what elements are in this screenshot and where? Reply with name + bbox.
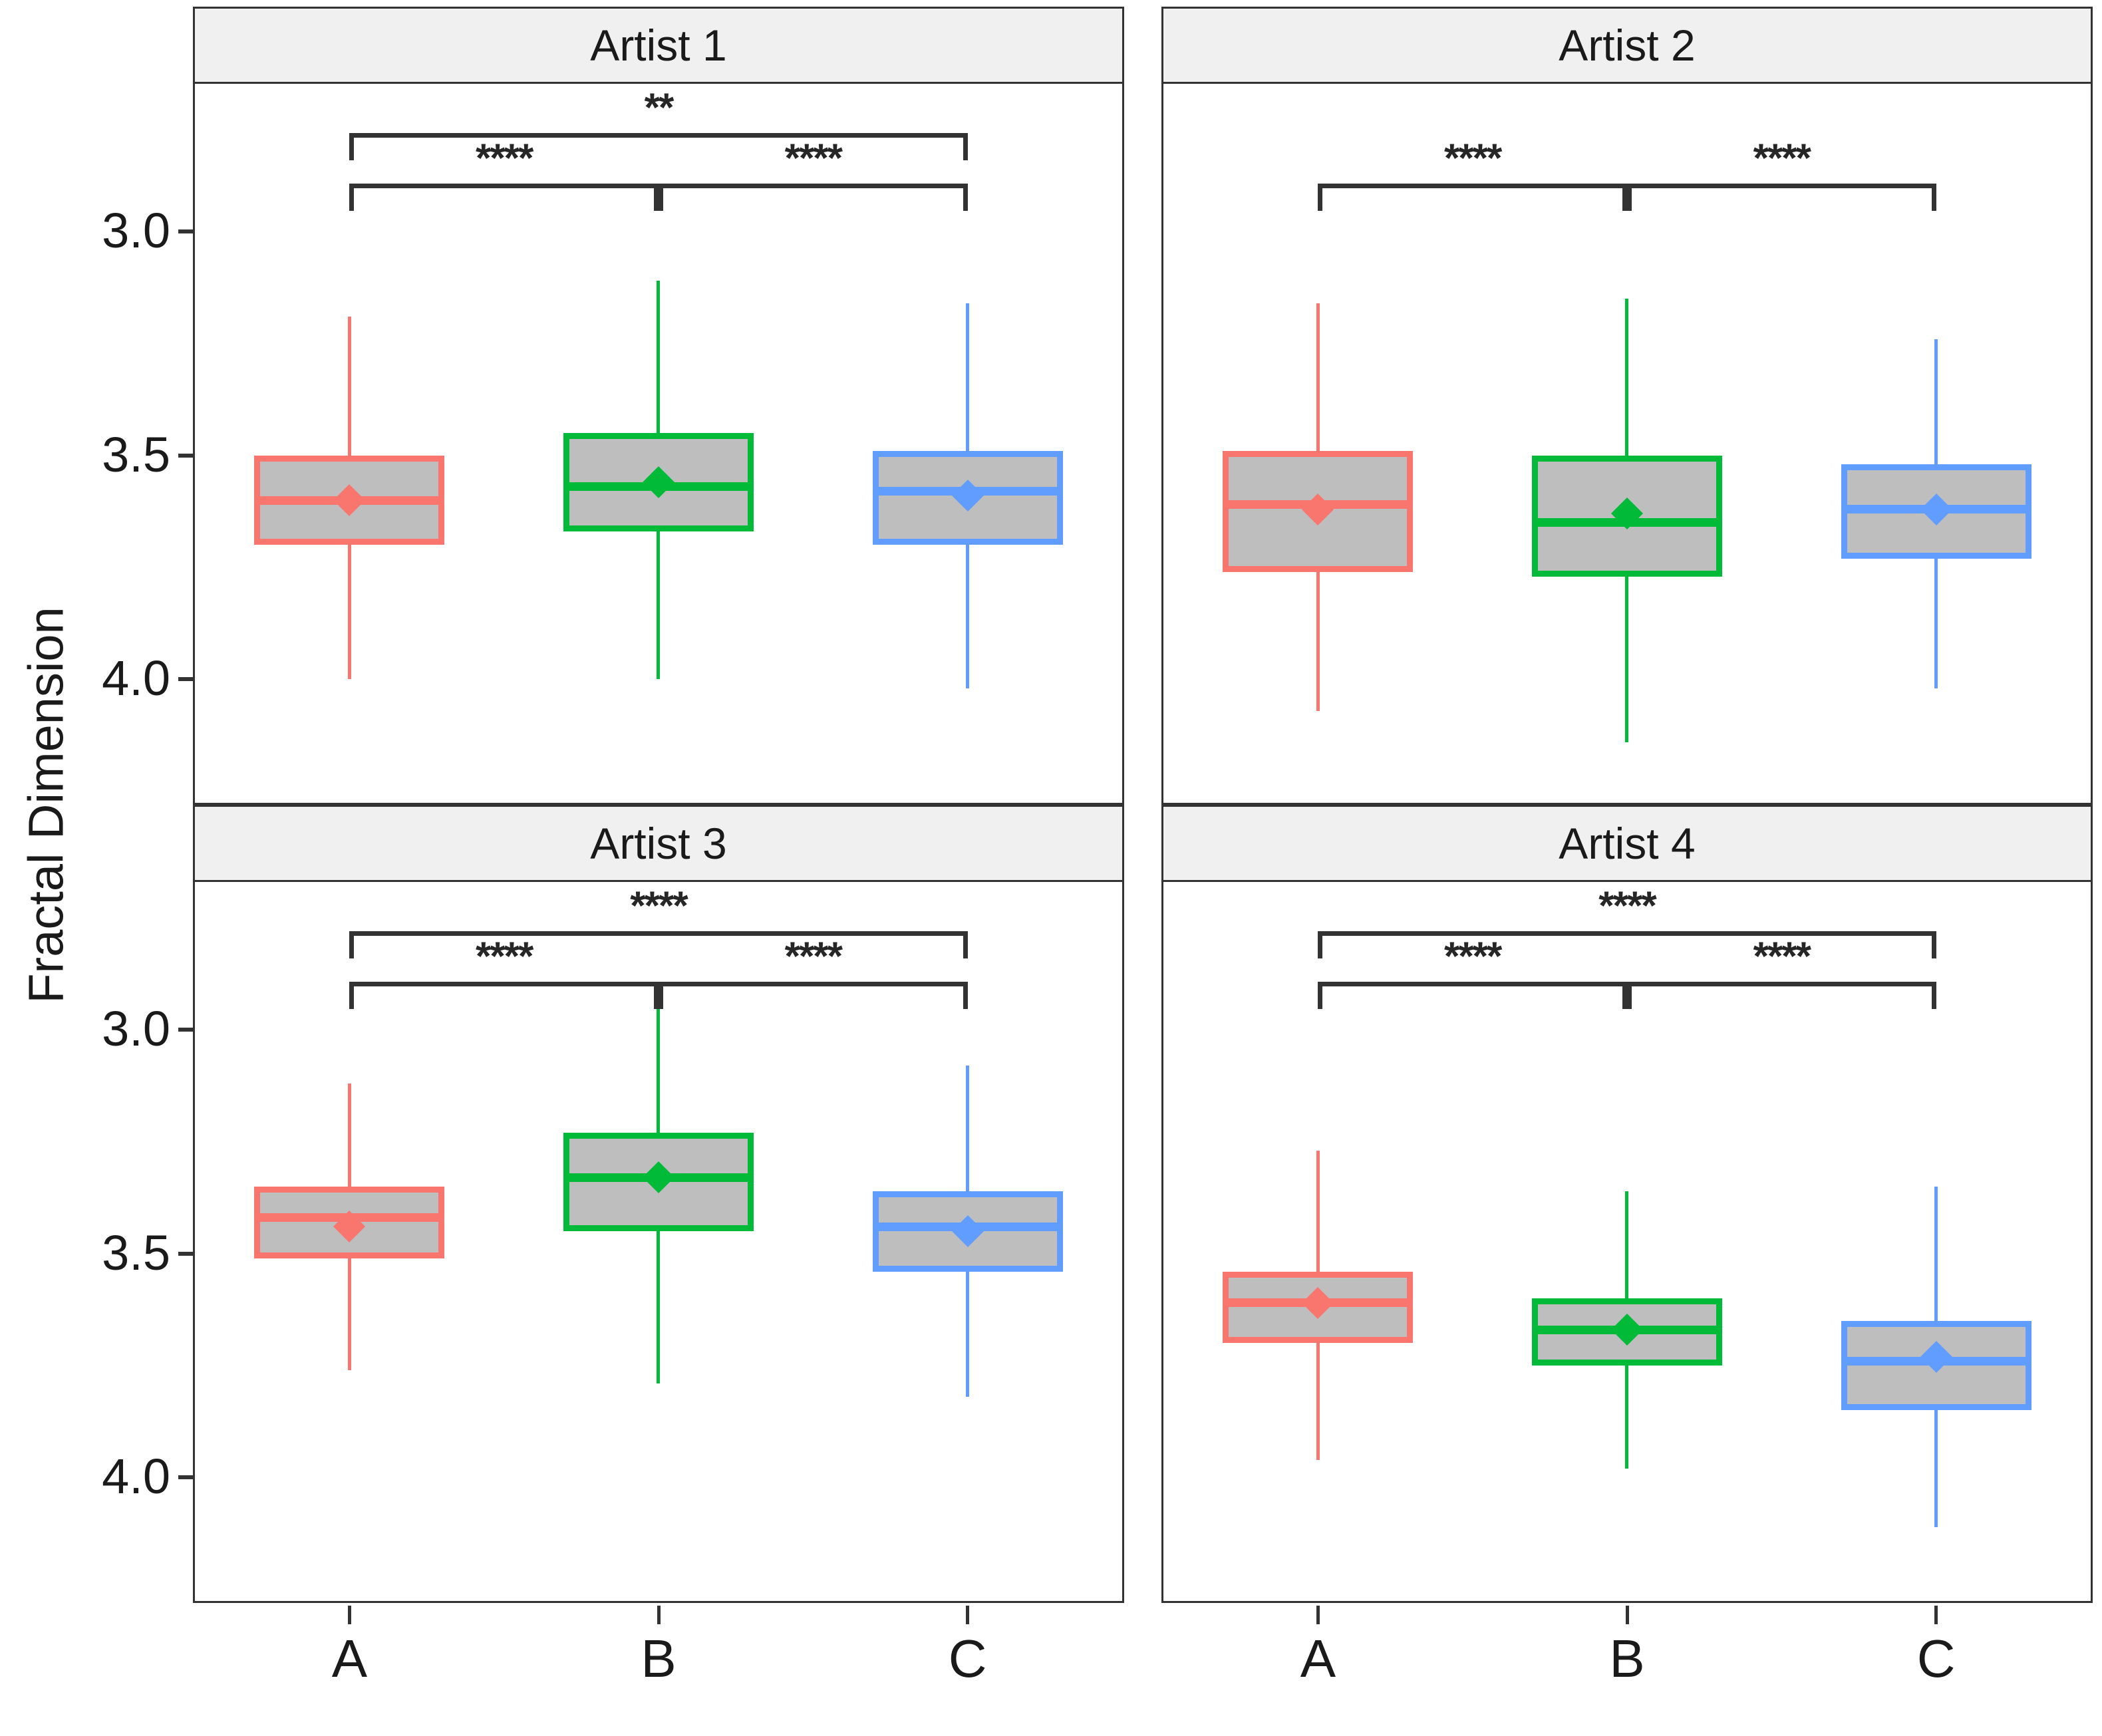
- y-tick-mark: [178, 1028, 193, 1032]
- facet-grid: Artist 1 ********** Artist 2 ******** Ar…: [193, 7, 2093, 1603]
- x-tick-mark: [1625, 1606, 1629, 1624]
- boxplot-b: [563, 882, 754, 1601]
- y-tick-label: 4.0: [102, 651, 170, 706]
- boxplot-a: [254, 882, 445, 1601]
- panel-artist-1: **********: [193, 84, 1124, 805]
- strip-artist-4: Artist 4: [1161, 805, 2093, 882]
- sig-bracket-a-b: [349, 184, 659, 211]
- sig-bracket-a-b: [1318, 982, 1627, 1009]
- significance-stars: ****: [1753, 136, 1811, 180]
- y-tick-mark: [178, 677, 193, 682]
- y-tick-label: 3.0: [102, 203, 170, 259]
- boxplot-c: [1841, 84, 2031, 803]
- significance-stars: ****: [1443, 136, 1502, 180]
- y-tick-label: 3.5: [102, 1225, 170, 1280]
- y-tick-label: 3.0: [102, 1001, 170, 1057]
- significance-stars: ****: [630, 883, 688, 928]
- significance-stars: ****: [784, 934, 843, 978]
- x-tick-label: B: [641, 1629, 676, 1688]
- sig-bracket-a-c: [349, 133, 968, 160]
- facet-artist-3: Artist 3 **** **** ****: [193, 805, 1124, 1603]
- y-tick-label: 4.0: [102, 1449, 170, 1505]
- boxplot-b: [1532, 84, 1722, 803]
- y-tick-mark: [178, 1251, 193, 1256]
- y-tick-mark: [178, 453, 193, 458]
- boxplot-b: [1532, 882, 1722, 1601]
- strip-artist-2: Artist 2: [1161, 7, 2093, 84]
- x-tick-mark: [1934, 1606, 1938, 1624]
- sig-bracket-b-c: [659, 982, 968, 1009]
- x-tick-label: B: [1609, 1629, 1645, 1688]
- sig-bracket-a-c: [349, 931, 968, 958]
- x-tick-label: A: [1300, 1629, 1336, 1688]
- boxplot-b: [563, 84, 754, 803]
- boxplot-a: [254, 84, 445, 803]
- boxplot-c: [872, 84, 1063, 803]
- significance-stars: ****: [1753, 934, 1811, 978]
- boxplot-a: [1223, 882, 1414, 1601]
- facet-artist-4: Artist 4 **** **** ****: [1161, 805, 2093, 1603]
- strip-label: Artist 3: [590, 819, 727, 868]
- strip-artist-3: Artist 3: [193, 805, 1124, 882]
- y-axis-top: 4.0 3.5 3.0: [102, 84, 193, 805]
- significance-stars: ****: [475, 136, 533, 180]
- significance-stars: ****: [475, 934, 533, 978]
- panel-artist-4: **** **** ****: [1161, 882, 2093, 1603]
- sig-bracket-a-b: [349, 982, 659, 1009]
- facet-artist-2: Artist 2 **** ****: [1161, 7, 2093, 805]
- facet-artist-1: Artist 1 **********: [193, 7, 1124, 805]
- x-tick-label: C: [948, 1629, 987, 1688]
- boxplot-c: [1841, 882, 2031, 1601]
- strip-label: Artist 1: [590, 21, 727, 70]
- x-tick-mark: [1316, 1606, 1320, 1624]
- boxplot-c: [872, 882, 1063, 1601]
- x-axis-left: A B C: [193, 1606, 1124, 1688]
- y-axis-title: Fractal Dimension: [9, 0, 82, 1610]
- y-tick-label: 3.5: [102, 426, 170, 482]
- significance-stars: ****: [784, 136, 843, 180]
- y-tick-mark: [178, 1475, 193, 1480]
- strip-label: Artist 4: [1559, 819, 1696, 868]
- significance-stars: ****: [1443, 934, 1502, 978]
- x-tick-mark: [347, 1606, 351, 1624]
- boxplot-a: [1223, 84, 1414, 803]
- sig-bracket-b-c: [1627, 184, 1936, 211]
- x-tick-label: C: [1916, 1629, 1956, 1688]
- x-tick-label: A: [331, 1629, 368, 1688]
- y-tick-mark: [178, 229, 193, 234]
- sig-bracket-b-c: [659, 184, 968, 211]
- y-axis-bottom: 4.0 3.5 3.0: [102, 882, 193, 1603]
- significance-stars: **: [644, 85, 675, 130]
- strip-label: Artist 2: [1559, 21, 1696, 70]
- panel-artist-2: **** ****: [1161, 84, 2093, 805]
- significance-stars: ****: [1598, 883, 1656, 928]
- sig-bracket-b-c: [1627, 982, 1936, 1009]
- y-axis-title-text: Fractal Dimension: [18, 606, 74, 1004]
- sig-bracket-a-b: [1318, 184, 1627, 211]
- panel-artist-3: **** **** ****: [193, 882, 1124, 1603]
- x-tick-mark: [966, 1606, 970, 1624]
- x-axis-right: A B C: [1161, 1606, 2093, 1688]
- sig-bracket-a-c: [1318, 931, 1936, 958]
- x-tick-mark: [657, 1606, 661, 1624]
- strip-artist-1: Artist 1: [193, 7, 1124, 84]
